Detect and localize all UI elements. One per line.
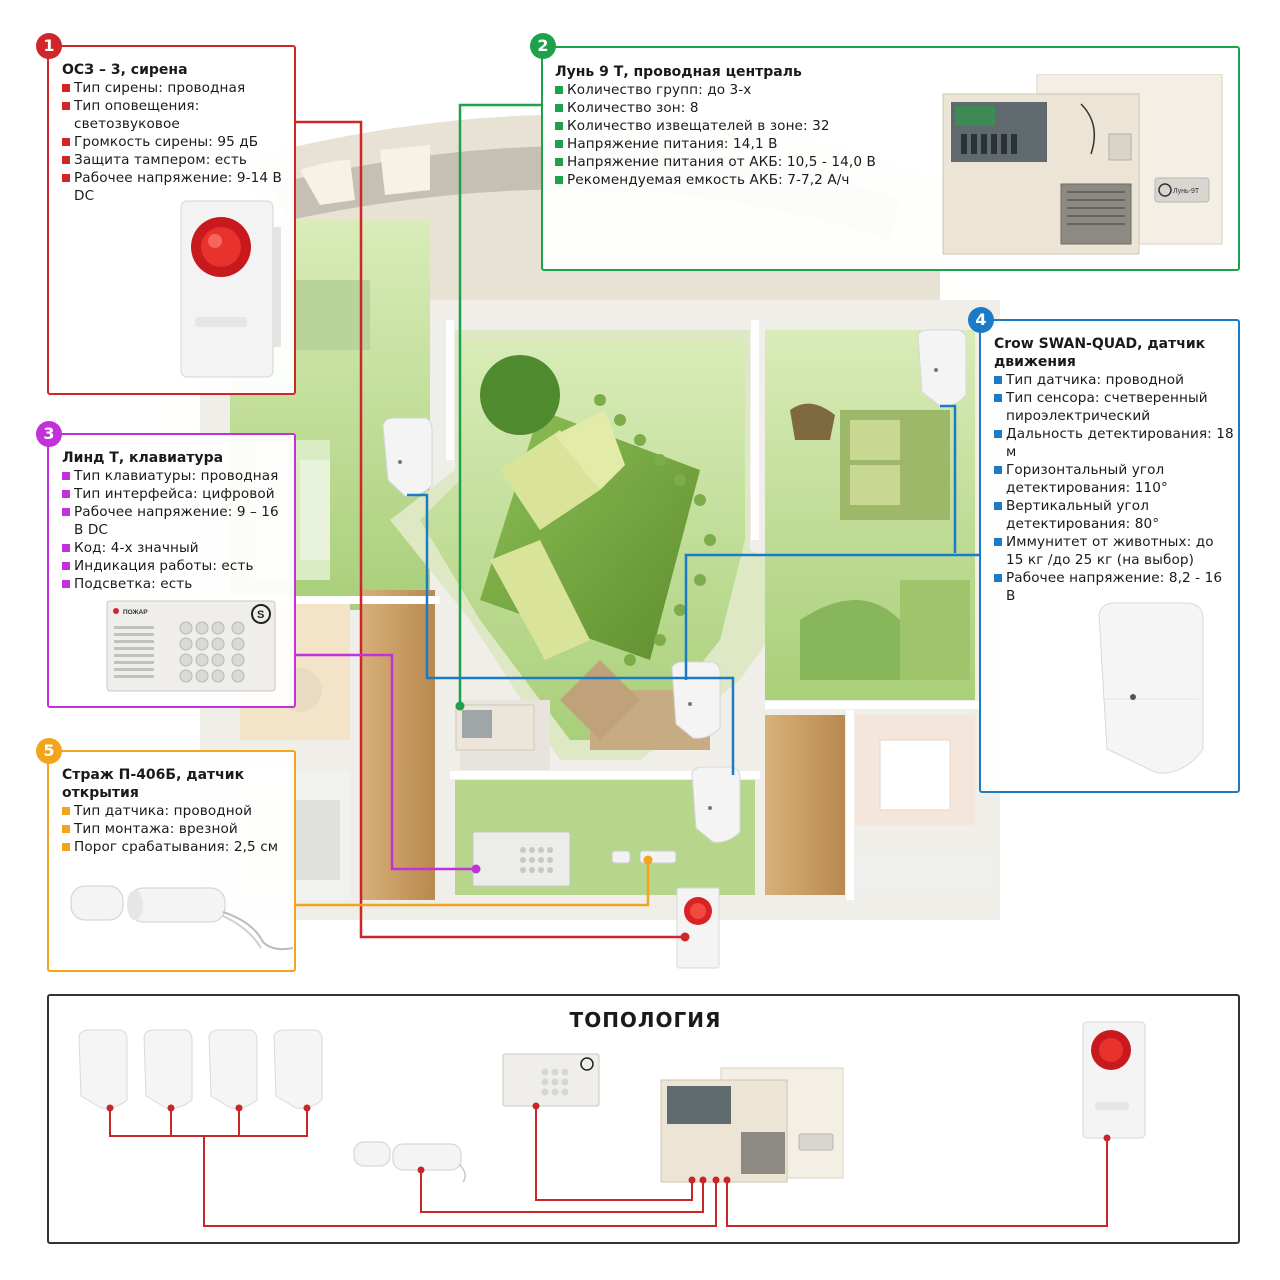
spec-item: Порог срабатывания: 2,5 см bbox=[62, 838, 292, 856]
spec-item: Подсветка: есть bbox=[62, 575, 290, 593]
topology-diagram bbox=[78, 1021, 1146, 1227]
motion-sensor-image bbox=[1098, 602, 1204, 774]
spec-item: Горизонтальный угол детектирования: 110° bbox=[994, 461, 1234, 497]
keypad-image: ПОЖАР S bbox=[106, 600, 276, 692]
callout-number-5: 5 bbox=[36, 738, 62, 764]
callout-title: Линд Т, клавиатура bbox=[62, 450, 224, 466]
spec-list: Тип клавиатуры: проводная Тип интерфейса… bbox=[62, 467, 290, 593]
spec-item: Тип клавиатуры: проводная bbox=[62, 467, 290, 485]
spec-list: Количество групп: до 3-х Количество зон:… bbox=[555, 81, 915, 189]
door-sensor-image bbox=[70, 885, 293, 951]
spec-item: Тип датчика: проводной bbox=[62, 802, 292, 820]
spec-item: Рабочее напряжение: 8,2 - 16 В bbox=[994, 569, 1234, 605]
spec-item: Тип сенсора: счетверенный пироэлектричес… bbox=[994, 389, 1234, 425]
spec-list: Тип сирены: проводная Тип оповещения: св… bbox=[62, 79, 287, 205]
spec-item: Иммунитет от животных: до 15 кг /до 25 к… bbox=[994, 533, 1234, 569]
spec-item: Защита тампером: есть bbox=[62, 151, 287, 169]
spec-item: Напряжение питания от АКБ: 10,5 - 14,0 В bbox=[555, 153, 915, 171]
spec-item: Индикация работы: есть bbox=[62, 557, 290, 575]
spec-item: Тип интерфейса: цифровой bbox=[62, 485, 290, 503]
callout-panel: Лунь 9 Т, проводная централь Количество … bbox=[541, 46, 1240, 271]
spec-item: Рекомендуемая емкость АКБ: 7-7,2 А/ч bbox=[555, 171, 915, 189]
callout-title: Страж П-406Б, датчик открытия bbox=[62, 767, 245, 801]
spec-item: Тип датчика: проводной bbox=[994, 371, 1234, 389]
spec-item: Тип сирены: проводная bbox=[62, 79, 287, 97]
callout-number-1: 1 bbox=[36, 33, 62, 59]
topology-panel: ТОПОЛОГИЯ bbox=[47, 994, 1240, 1244]
callout-title: Crow SWAN-QUAD, датчик движения bbox=[994, 336, 1206, 370]
siren-image bbox=[180, 200, 281, 378]
spec-item: Дальность детектирования: 18 м bbox=[994, 425, 1234, 461]
topology-title: ТОПОЛОГИЯ bbox=[569, 1008, 722, 1032]
callout-siren: ОСЗ – 3, сирена Тип сирены: проводная Ти… bbox=[47, 45, 296, 395]
callout-number-2: 2 bbox=[530, 33, 556, 59]
spec-item: Напряжение питания: 14,1 В bbox=[555, 135, 915, 153]
spec-item: Количество зон: 8 bbox=[555, 99, 915, 117]
callout-title: Лунь 9 Т, проводная централь bbox=[555, 64, 802, 80]
spec-item: Громкость сирены: 95 дБ bbox=[62, 133, 287, 151]
spec-item: Количество групп: до 3-х bbox=[555, 81, 915, 99]
spec-item: Код: 4-х значный bbox=[62, 539, 290, 557]
spec-item: Тип монтажа: врезной bbox=[62, 820, 292, 838]
spec-list: Тип датчика: проводной Тип монтажа: врез… bbox=[62, 802, 292, 856]
callout-title: ОСЗ – 3, сирена bbox=[62, 62, 188, 78]
callout-door-sensor: Страж П-406Б, датчик открытия Тип датчик… bbox=[47, 750, 296, 972]
spec-item: Рабочее напряжение: 9 – 16 В DC bbox=[62, 503, 290, 539]
spec-item: Вертикальный угол детектирования: 80° bbox=[994, 497, 1234, 533]
spec-item: Рабочее напряжение: 9-14 В DC bbox=[62, 169, 287, 205]
keypad-fire-label: ПОЖАР bbox=[123, 609, 148, 616]
panel-label: Лунь-9Т bbox=[1173, 188, 1200, 195]
callout-number-3: 3 bbox=[36, 421, 62, 447]
panel-image: Лунь-9Т bbox=[942, 74, 1223, 255]
callout-motion-sensor: Crow SWAN-QUAD, датчик движения Тип датч… bbox=[979, 319, 1240, 793]
spec-list: Тип датчика: проводной Тип сенсора: счет… bbox=[994, 371, 1234, 605]
callout-keypad: Линд Т, клавиатура Тип клавиатуры: прово… bbox=[47, 433, 296, 708]
spec-item: Тип оповещения: светозвуковое bbox=[62, 97, 287, 133]
spec-item: Количество извещателей в зоне: 32 bbox=[555, 117, 915, 135]
keypad-brand: S bbox=[257, 609, 264, 621]
callout-number-4: 4 bbox=[968, 307, 994, 333]
